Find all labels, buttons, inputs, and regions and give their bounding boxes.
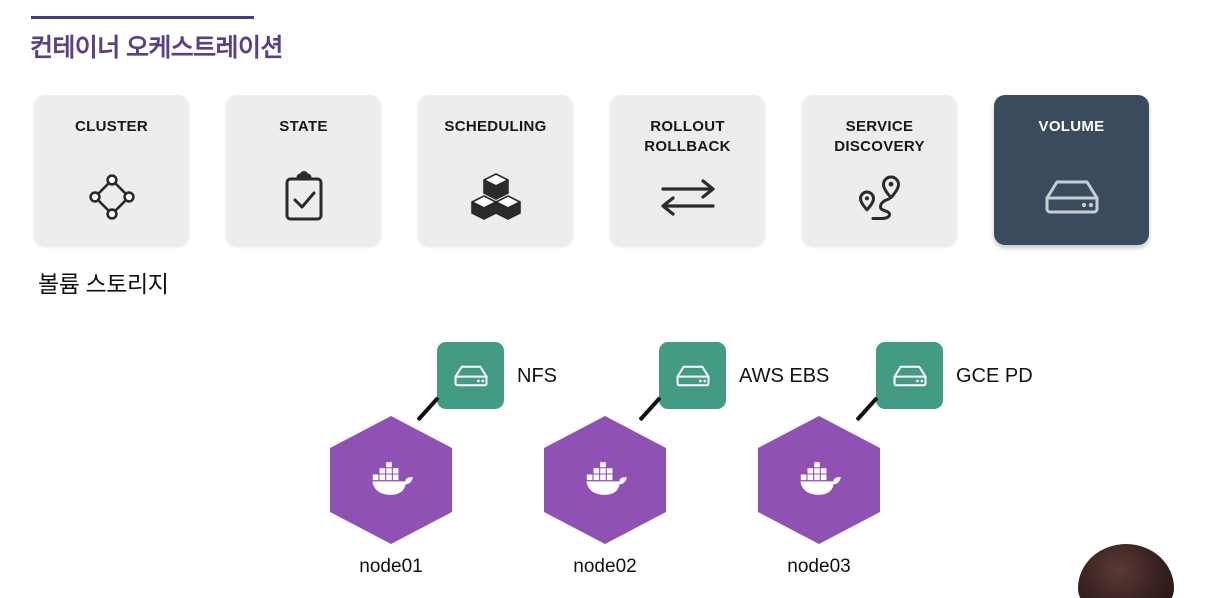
card-label: STATE bbox=[279, 118, 328, 135]
card-label: SCHEDULING bbox=[444, 118, 547, 135]
title-rule bbox=[31, 16, 254, 19]
docker-whale-icon bbox=[583, 462, 627, 495]
storage-tile-2[interactable] bbox=[659, 342, 726, 409]
section-heading: 볼륨 스토리지 bbox=[38, 271, 169, 297]
card-state[interactable]: STATE bbox=[226, 95, 381, 245]
node-hexagon-3[interactable] bbox=[758, 416, 880, 544]
card-label: VOLUME bbox=[1038, 118, 1105, 135]
docker-whale-icon bbox=[369, 462, 413, 495]
node-hexagon-2[interactable] bbox=[544, 416, 666, 544]
connector-line-3 bbox=[855, 396, 879, 422]
two-way-arrows-icon bbox=[610, 169, 765, 225]
node-label-1: node01 bbox=[359, 556, 423, 577]
stacked-cubes-icon bbox=[418, 169, 573, 225]
node-label-2: node02 bbox=[573, 556, 637, 577]
storage-label-3: GCE PD bbox=[956, 365, 1033, 387]
storage-label-1: NFS bbox=[517, 365, 557, 387]
card-rollout-rollback[interactable]: ROLLOUT ROLLBACK bbox=[610, 95, 765, 245]
connector-line-1 bbox=[416, 396, 440, 422]
storage-tile-3[interactable] bbox=[876, 342, 943, 409]
storage-tile-1[interactable] bbox=[437, 342, 504, 409]
hard-drive-icon bbox=[994, 169, 1149, 225]
volume-storage-diagram: NFS node01 bbox=[0, 320, 1214, 598]
node-hexagon-1[interactable] bbox=[330, 416, 452, 544]
card-volume[interactable]: VOLUME bbox=[994, 95, 1149, 245]
concept-card-row: CLUSTER STATE bbox=[34, 95, 1180, 245]
card-cluster[interactable]: CLUSTER bbox=[34, 95, 189, 245]
clipboard-check-icon bbox=[226, 169, 381, 225]
card-label: ROLLOUT ROLLBACK bbox=[644, 118, 731, 155]
cluster-nodes-icon bbox=[34, 169, 189, 225]
card-label: SERVICE DISCOVERY bbox=[834, 118, 925, 155]
docker-whale-icon bbox=[797, 462, 841, 495]
card-label: CLUSTER bbox=[75, 118, 148, 135]
node-label-3: node03 bbox=[787, 556, 851, 577]
page-title: 컨테이너 오케스트레이션 bbox=[30, 34, 283, 62]
card-service-discovery[interactable]: SERVICE DISCOVERY bbox=[802, 95, 957, 245]
route-pins-icon bbox=[802, 169, 957, 225]
connector-line-2 bbox=[638, 396, 662, 422]
card-scheduling[interactable]: SCHEDULING bbox=[418, 95, 573, 245]
storage-label-2: AWS EBS bbox=[739, 365, 830, 387]
